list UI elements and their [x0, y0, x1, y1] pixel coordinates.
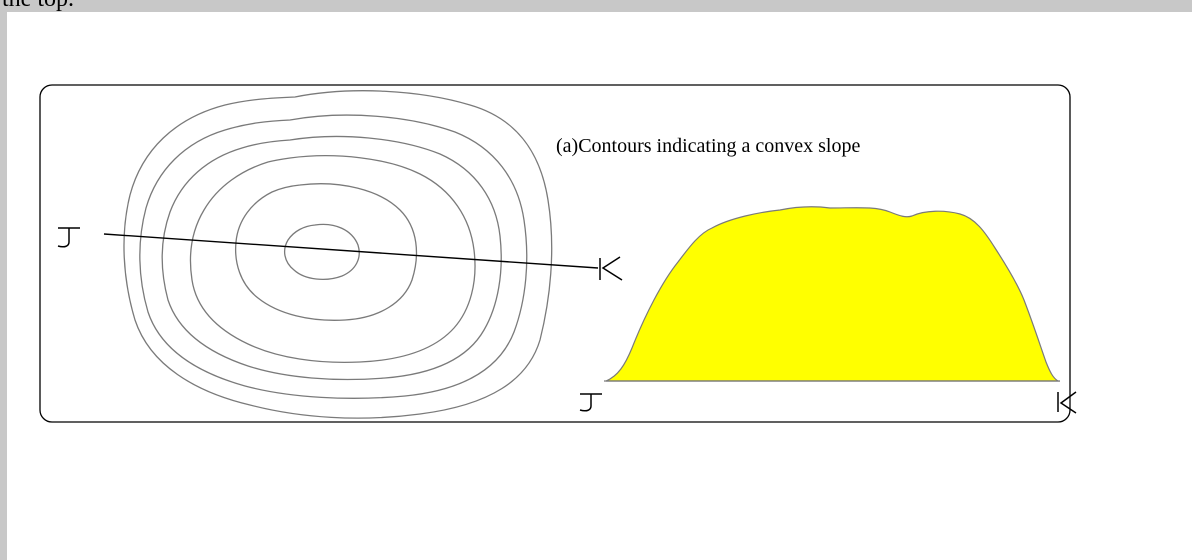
contour-line-5 [234, 183, 418, 321]
map-label-j-glyph [57, 227, 80, 248]
cross-section-line [103, 233, 599, 269]
profile-label-j-glyph [579, 393, 602, 412]
contour-map [123, 90, 553, 419]
contour-line-2 [139, 114, 528, 399]
figure-caption: (a)Contours indicating a convex slope [556, 135, 860, 157]
contour-line-3 [161, 135, 502, 381]
page-text-top: the top. [2, 0, 74, 13]
contour-line-6 [283, 223, 360, 281]
map-label-k-glyph [599, 256, 623, 281]
contour-line-4 [189, 155, 476, 363]
profile-label-k-glyph [1057, 391, 1077, 414]
profile-convex-slope [605, 206, 1061, 382]
contour-line-1 [123, 90, 553, 419]
